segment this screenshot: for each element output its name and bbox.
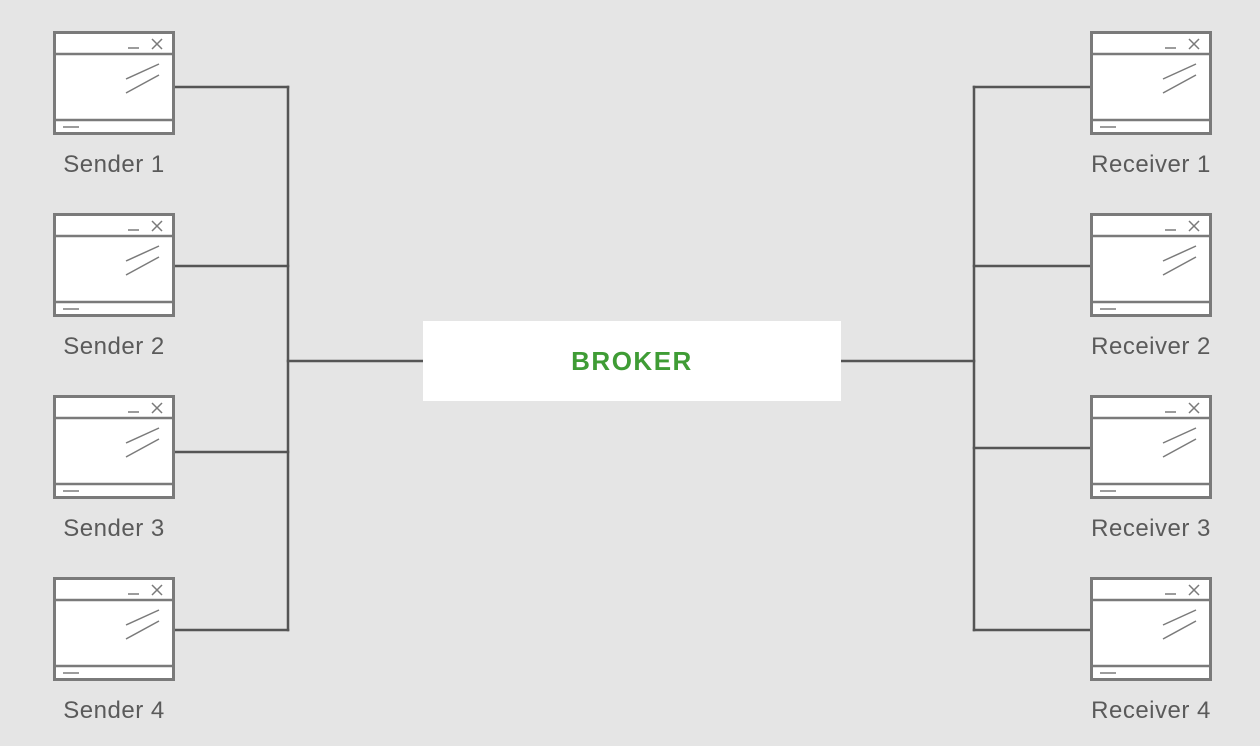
receiver-label: Receiver 3 bbox=[1091, 515, 1211, 542]
receiver-node: Receiver 4 bbox=[1061, 577, 1241, 725]
sender-node: Sender 1 bbox=[24, 31, 204, 179]
app-window-icon bbox=[53, 577, 175, 681]
broker-box: BROKER bbox=[423, 321, 841, 401]
app-window-icon bbox=[53, 31, 175, 135]
sender-node: Sender 4 bbox=[24, 577, 204, 725]
app-window-icon bbox=[53, 395, 175, 499]
receiver-label: Receiver 1 bbox=[1091, 151, 1211, 178]
sender-node: Sender 2 bbox=[24, 213, 204, 361]
app-window-icon bbox=[1090, 577, 1212, 681]
sender-label: Sender 3 bbox=[63, 515, 165, 542]
receiver-node: Receiver 1 bbox=[1061, 31, 1241, 179]
receiver-label: Receiver 2 bbox=[1091, 333, 1211, 360]
sender-label: Sender 2 bbox=[63, 333, 165, 360]
broker-label: BROKER bbox=[571, 345, 693, 376]
sender-node: Sender 3 bbox=[24, 395, 204, 543]
receiver-node: Receiver 2 bbox=[1061, 213, 1241, 361]
app-window-icon bbox=[1090, 31, 1212, 135]
receiver-node: Receiver 3 bbox=[1061, 395, 1241, 543]
app-window-icon bbox=[1090, 395, 1212, 499]
sender-label: Sender 1 bbox=[63, 151, 165, 178]
receiver-label: Receiver 4 bbox=[1091, 697, 1211, 724]
sender-label: Sender 4 bbox=[63, 697, 165, 724]
app-window-icon bbox=[53, 213, 175, 317]
app-window-icon bbox=[1090, 213, 1212, 317]
